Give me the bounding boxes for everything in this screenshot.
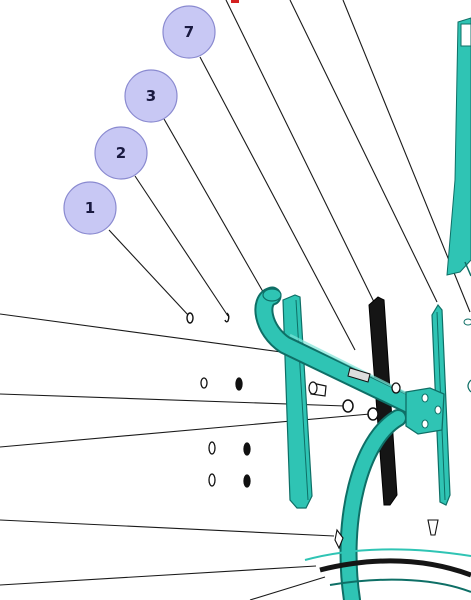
leader-lines-top <box>225 0 471 313</box>
leader-line-3 <box>163 118 271 305</box>
leader-line-2 <box>134 175 229 317</box>
callout-2-label: 2 <box>116 144 126 162</box>
callout-balloons: 7 3 2 1 <box>63 5 216 235</box>
leader-line <box>0 413 371 448</box>
callout-7-label: 7 <box>184 23 194 41</box>
red-marker <box>231 0 239 3</box>
leader-lines-left <box>0 313 371 600</box>
leader-line <box>0 565 317 586</box>
leader-line <box>225 0 375 303</box>
callout-7: 7 <box>162 5 216 59</box>
leader-line <box>249 576 326 600</box>
callout-1: 1 <box>63 181 117 235</box>
left-mounting-plate <box>282 294 313 509</box>
callout-leaders <box>108 56 356 351</box>
hardware <box>308 367 439 550</box>
callout-1-label: 1 <box>85 199 95 217</box>
leader-line-7 <box>199 56 356 351</box>
leader-line-1 <box>108 229 190 317</box>
curved-tube <box>339 409 407 600</box>
fastener-1 <box>186 312 194 324</box>
callout-3-label: 3 <box>146 87 156 105</box>
main-tube <box>254 286 420 415</box>
hole-pattern <box>200 377 251 488</box>
hoses <box>304 548 471 593</box>
leader-line <box>0 313 319 358</box>
callout-2: 2 <box>94 126 148 180</box>
leader-line <box>0 519 335 537</box>
leader-line <box>289 0 438 303</box>
right-edge-part <box>446 17 471 393</box>
tube-flange-bracket <box>405 387 445 435</box>
callout-3: 3 <box>124 69 178 123</box>
fastener-2 <box>224 312 230 323</box>
